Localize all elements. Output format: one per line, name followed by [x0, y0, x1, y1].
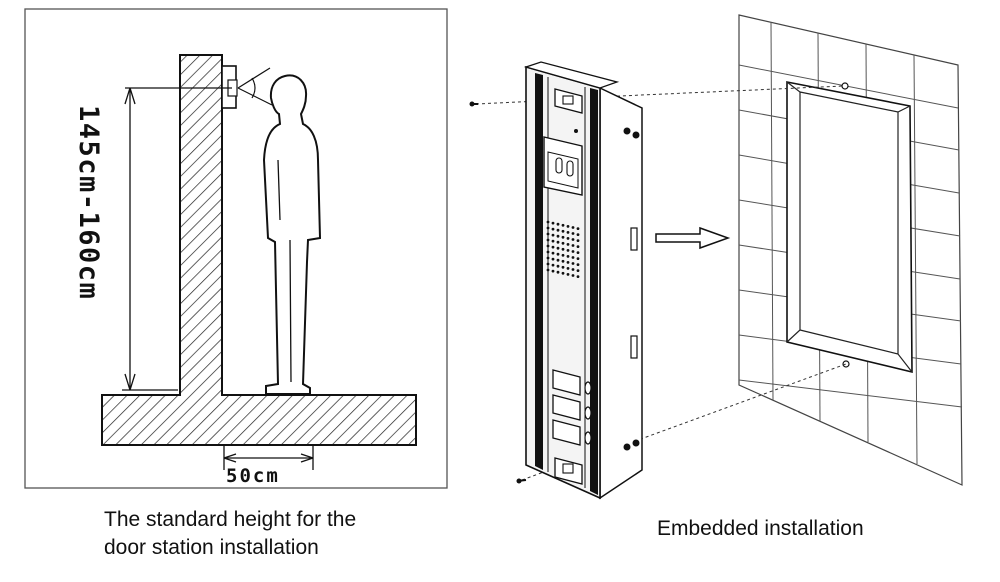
distance-label: 50cm: [226, 465, 280, 487]
person-figure: [262, 74, 322, 395]
speaker-hole: [576, 275, 580, 278]
speaker-hole: [566, 225, 570, 228]
speaker-hole: [556, 234, 560, 238]
speaker-hole: [561, 235, 565, 239]
left-caption-line2: door station installation: [104, 536, 319, 559]
speaker-hole: [566, 261, 570, 264]
speaker-hole: [546, 268, 550, 272]
speaker-hole: [571, 262, 575, 265]
speaker-hole: [576, 269, 580, 272]
speaker-hole: [551, 263, 555, 267]
left-caption-line1: The standard height for the: [104, 508, 357, 531]
speaker-hole: [571, 256, 575, 259]
speaker-hole: [561, 259, 565, 263]
screw-bottom: [516, 478, 527, 484]
speaker-hole: [561, 223, 565, 227]
speaker-grille: [546, 220, 580, 278]
screw-top: [469, 101, 478, 107]
speaker-hole: [551, 227, 555, 231]
door-station-on-wall: [221, 65, 273, 109]
speaker-hole: [576, 239, 580, 243]
speaker-hole: [571, 274, 575, 277]
guide-lines: [475, 85, 847, 481]
call-button-2: [552, 394, 581, 421]
speaker-hole: [576, 245, 580, 249]
speaker-hole: [561, 241, 565, 245]
speaker-hole: [566, 231, 570, 234]
speaker-hole: [546, 232, 550, 236]
speaker-hole: [561, 247, 565, 251]
speaker-hole: [556, 270, 560, 274]
speaker-hole: [571, 238, 575, 241]
left-panel: 145cm-160cm 50cm: [24, 8, 448, 489]
left-frame: [24, 8, 448, 489]
side-fixtures: [623, 127, 640, 451]
call-buttons: [552, 369, 592, 446]
speaker-hole: [556, 258, 560, 262]
speaker-hole: [546, 238, 550, 242]
speaker-hole: [551, 233, 555, 237]
speaker-hole: [556, 240, 560, 244]
speaker-hole: [576, 263, 580, 266]
speaker-hole: [556, 222, 560, 226]
call-button-3: [552, 419, 581, 446]
wall-and-floor: [101, 54, 417, 446]
speaker-hole: [571, 244, 575, 247]
speaker-hole: [546, 220, 550, 224]
right-caption: Embedded installation: [657, 517, 864, 540]
call-button-1: [552, 369, 581, 396]
speaker-hole: [566, 273, 570, 276]
speaker-hole: [561, 253, 565, 257]
speaker-hole: [546, 262, 550, 266]
speaker-hole: [551, 221, 555, 225]
right-panel: [469, 14, 963, 500]
speaker-hole: [566, 255, 570, 258]
speaker-hole: [546, 256, 550, 260]
insert-arrow: [655, 226, 731, 250]
person-detail: [277, 159, 292, 383]
speaker-hole: [546, 250, 550, 254]
bottom-cover: [554, 457, 583, 485]
height-dimension: [122, 87, 232, 391]
door-station-panel: [523, 61, 643, 500]
speaker-hole: [571, 232, 575, 235]
distance-dimension: [223, 445, 314, 470]
speaker-hole: [551, 269, 555, 273]
speaker-hole: [571, 250, 575, 253]
speaker-hole: [576, 233, 580, 237]
speaker-hole: [561, 265, 565, 269]
speaker-hole: [561, 271, 565, 275]
speaker-hole: [566, 243, 570, 246]
speaker-hole: [556, 228, 560, 232]
speaker-hole: [566, 237, 570, 240]
speaker-hole: [551, 251, 555, 255]
left-caption: The standard height for the door station…: [104, 506, 434, 562]
speaker-hole: [556, 252, 560, 256]
speaker-hole: [551, 245, 555, 249]
speaker-hole: [546, 226, 550, 230]
speaker-hole: [561, 229, 565, 233]
speaker-hole: [576, 257, 580, 260]
height-label: 145cm-160cm: [73, 105, 104, 300]
speaker-hole: [576, 227, 580, 231]
speaker-hole: [556, 264, 560, 268]
speaker-hole: [546, 244, 550, 248]
speaker-hole: [571, 226, 575, 229]
tiled-wall: [738, 14, 963, 486]
speaker-hole: [566, 249, 570, 252]
speaker-hole: [551, 257, 555, 261]
speaker-hole: [571, 268, 575, 271]
speaker-hole: [551, 239, 555, 243]
speaker-hole: [566, 267, 570, 270]
speaker-hole: [556, 246, 560, 250]
speaker-hole: [576, 251, 580, 255]
